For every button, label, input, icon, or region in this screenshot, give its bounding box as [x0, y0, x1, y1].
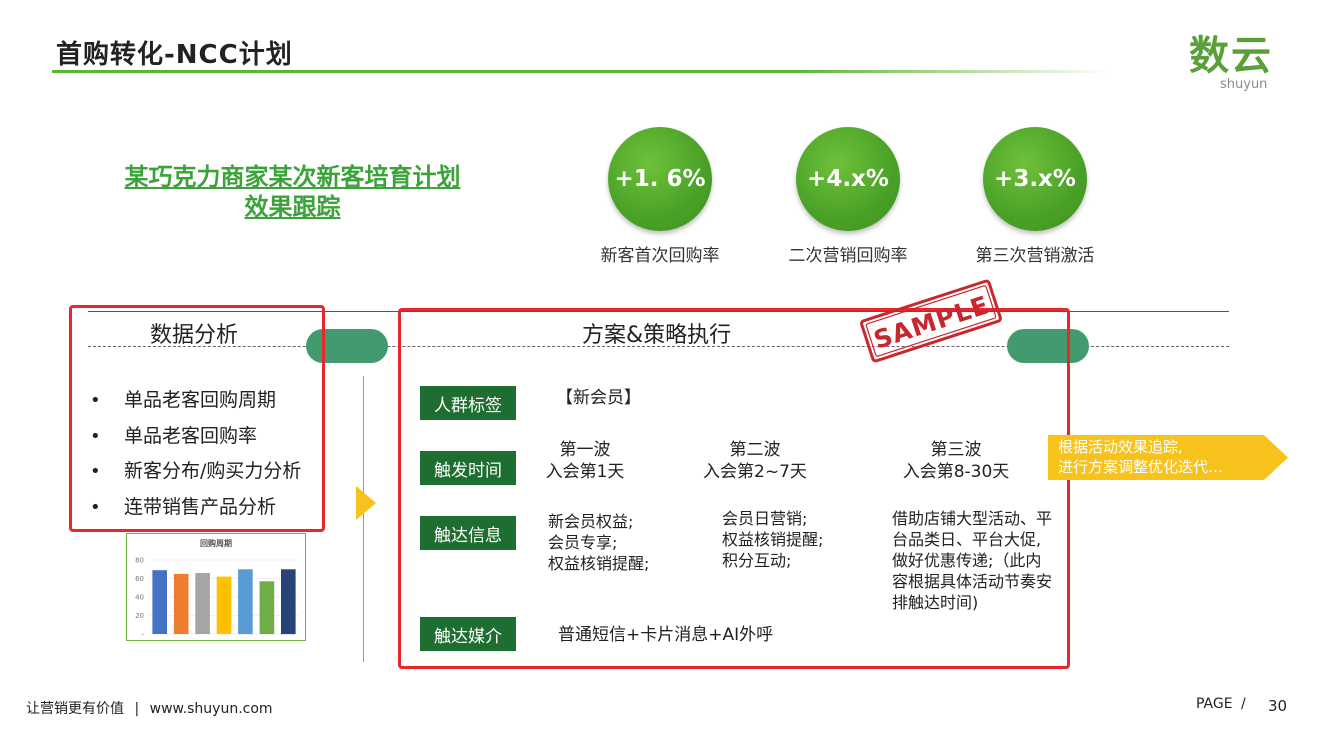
y-tick-label: - — [141, 631, 144, 639]
strategy-red-box — [398, 308, 1070, 669]
wave-time: 入会第2~7天 — [703, 462, 807, 482]
slogan-text: 让营销更有价值 — [26, 701, 124, 717]
wave-2: 第二波 入会第2~7天 — [690, 439, 820, 483]
kpi-circle: +3.x% — [983, 127, 1087, 231]
kpi-circle: +4.x% — [796, 127, 900, 231]
kpi-label: 新客首次回购率 — [600, 246, 720, 266]
footer-separator: | — [134, 701, 140, 717]
website-link[interactable]: www.shuyun.com — [149, 701, 273, 717]
list-item: 连带销售产品分析 — [90, 490, 301, 526]
y-tick-label: 80 — [135, 557, 144, 565]
list-item: 单品老客回购周期 — [90, 383, 301, 419]
logo-sub-text: shuyun — [1220, 77, 1268, 92]
footer-slogan: 让营销更有价值 | www.shuyun.com — [26, 698, 273, 718]
list-item: 新客分布/购买力分析 — [90, 454, 301, 490]
kpi-circle: +1. 6% — [608, 127, 712, 231]
chart-bar — [195, 573, 210, 634]
analysis-header: 数据分析 — [150, 323, 239, 348]
info-line: 排触达时间) — [892, 593, 979, 612]
analysis-red-box — [69, 305, 325, 532]
strategy-header: 方案&策略执行 — [582, 323, 732, 348]
note-line2: 进行方案调整优化迭代… — [1058, 458, 1224, 476]
info-line: 会员日营销; — [722, 509, 808, 528]
wave-3: 第三波 入会第8-30天 — [888, 439, 1024, 483]
info-line: 权益核销提醒; — [548, 554, 650, 573]
chart-bar — [238, 569, 253, 635]
touch-media-label: 触达媒介 — [420, 617, 516, 651]
wave-3-info: 借助店铺大型活动、平 台品类日、平台大促, 做好优惠传递;（此内 容根据具体活动… — [892, 508, 1052, 613]
shuyun-logo: 数云 shuyun — [1186, 34, 1276, 92]
chart-bar — [152, 570, 167, 634]
chart-bar — [259, 581, 275, 634]
chart-title: 回购周期 — [200, 538, 232, 548]
kpi-label: 第三次营销激活 — [975, 246, 1095, 266]
crowd-tag-label: 人群标签 — [420, 386, 516, 420]
page-label: PAGE — [1196, 696, 1233, 712]
section-dash-line — [88, 346, 1229, 347]
info-line: 积分互动; — [722, 551, 792, 570]
list-item: 单品老客回购率 — [90, 419, 301, 455]
chart-bar — [216, 576, 232, 634]
y-tick-label: 40 — [135, 594, 144, 602]
wave-time: 入会第8-30天 — [902, 462, 1010, 482]
wave-name: 第二波 — [729, 440, 781, 460]
repurchase-cycle-chart: 回购周期 80 60 40 20 - — [126, 533, 306, 641]
kpi-label: 二次营销回购率 — [788, 246, 908, 266]
info-line: 台品类日、平台大促, — [892, 530, 1042, 549]
touch-info-label: 触达信息 — [420, 516, 516, 550]
note-line1: 根据活动效果追踪, — [1058, 438, 1183, 456]
analysis-list: 单品老客回购周期 单品老客回购率 新客分布/购买力分析 连带销售产品分析 — [90, 383, 301, 525]
touch-media-value: 普通短信+卡片消息+AI外呼 — [558, 625, 774, 645]
wave-2-info: 会员日营销; 权益核销提醒; 积分互动; — [722, 508, 823, 571]
page-title: 首购转化-NCC计划 — [56, 40, 293, 70]
title-underline — [52, 70, 1112, 73]
wave-name: 第一波 — [559, 440, 611, 460]
note-arrow-icon — [1048, 435, 1288, 480]
wave-1-info: 新会员权益; 会员专享; 权益核销提醒; — [548, 511, 649, 574]
chart-svg: 回购周期 80 60 40 20 - — [135, 538, 299, 639]
plan-title-line2: 效果跟踪 — [244, 193, 341, 221]
plan-title-line1: 某巧克力商家某次新客培育计划 — [124, 163, 461, 191]
section-pill-left — [306, 329, 388, 363]
kpi-third-activation: +3.x% 第三次营销激活 — [945, 127, 1125, 266]
section-pill-right — [1007, 329, 1089, 363]
info-line: 会员专享; — [548, 533, 618, 552]
info-line: 权益核销提醒; — [722, 530, 824, 549]
y-tick-label: 20 — [135, 612, 144, 620]
wave-time: 入会第1天 — [545, 462, 625, 482]
info-line: 借助店铺大型活动、平 — [892, 509, 1053, 528]
wave-1: 第一波 入会第1天 — [530, 439, 640, 483]
logo-main-text: 数云 — [1189, 33, 1273, 79]
y-tick-label: 60 — [135, 575, 144, 583]
chart-bar — [173, 573, 189, 634]
flow-arrow-icon — [356, 486, 376, 520]
page-indicator: PAGE / — [1196, 696, 1246, 712]
wave-name: 第三波 — [930, 440, 982, 460]
trigger-time-label: 触发时间 — [420, 451, 516, 485]
info-line: 新会员权益; — [548, 512, 634, 531]
page-sep: / — [1241, 696, 1246, 712]
page-number: 30 — [1268, 697, 1288, 715]
info-line: 做好优惠传递;（此内 — [892, 551, 1042, 570]
plan-title: 某巧克力商家某次新客培育计划 效果跟踪 — [100, 162, 485, 222]
iteration-note: 根据活动效果追踪, 进行方案调整优化迭代… — [1058, 437, 1268, 477]
kpi-second-marketing: +4.x% 二次营销回购率 — [758, 127, 938, 266]
chart-bar — [281, 569, 296, 635]
crowd-value: 【新会员】 — [556, 388, 641, 408]
info-line: 容根据具体活动节奏安 — [892, 572, 1053, 591]
section-top-line — [88, 311, 1229, 312]
kpi-first-repurchase: +1. 6% 新客首次回购率 — [570, 127, 750, 266]
